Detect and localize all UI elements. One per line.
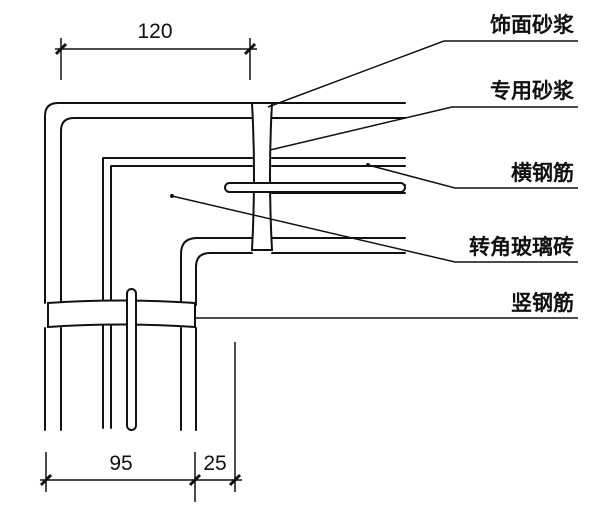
leader-corner-brick: [171, 195, 578, 263]
dimension-text-25: 25: [203, 452, 226, 475]
corner-glass-brick: [44, 102, 406, 431]
leader-facing-mortar: [267, 40, 578, 108]
dimension-bottom: 95 25: [39, 342, 242, 502]
tick-mark: [54, 42, 68, 56]
label-corner-glass-brick: 转角玻璃砖: [469, 235, 574, 259]
vertical-rebar: [126, 288, 137, 431]
horizontal-mortar-joint: [47, 299, 196, 329]
brick-cavity-inner-edge: [110, 165, 253, 429]
label-vertical-rebar: 竖钢筋: [511, 291, 574, 315]
leader-lines: [170, 40, 578, 319]
leader-horizontal-rebar: [367, 164, 578, 189]
brick-outer-edge: [44, 102, 253, 304]
brick-cavity-edge: [102, 157, 253, 429]
leader-special-mortar: [269, 106, 578, 151]
label-facing-mortar: 饰面砂浆: [490, 13, 575, 37]
leader-dot: [170, 194, 174, 198]
label-special-mortar: 专用砂浆: [490, 79, 575, 103]
tick-mark: [228, 473, 242, 487]
brick-inner-edge: [60, 117, 253, 304]
label-horizontal-rebar: 横钢筋: [511, 161, 574, 185]
dimension-text-120: 120: [137, 20, 172, 43]
tick-mark: [39, 473, 53, 487]
tick-mark: [243, 42, 257, 56]
vertical-mortar-joint: [250, 102, 274, 251]
brick-return-inner: [195, 252, 253, 306]
dimension-top: 120: [54, 20, 257, 80]
horizontal-rebar: [224, 182, 406, 193]
dimension-text-95: 95: [109, 452, 132, 475]
leader-dot: [366, 163, 370, 167]
brick-return-outer: [180, 237, 253, 304]
tick-mark: [188, 473, 202, 487]
